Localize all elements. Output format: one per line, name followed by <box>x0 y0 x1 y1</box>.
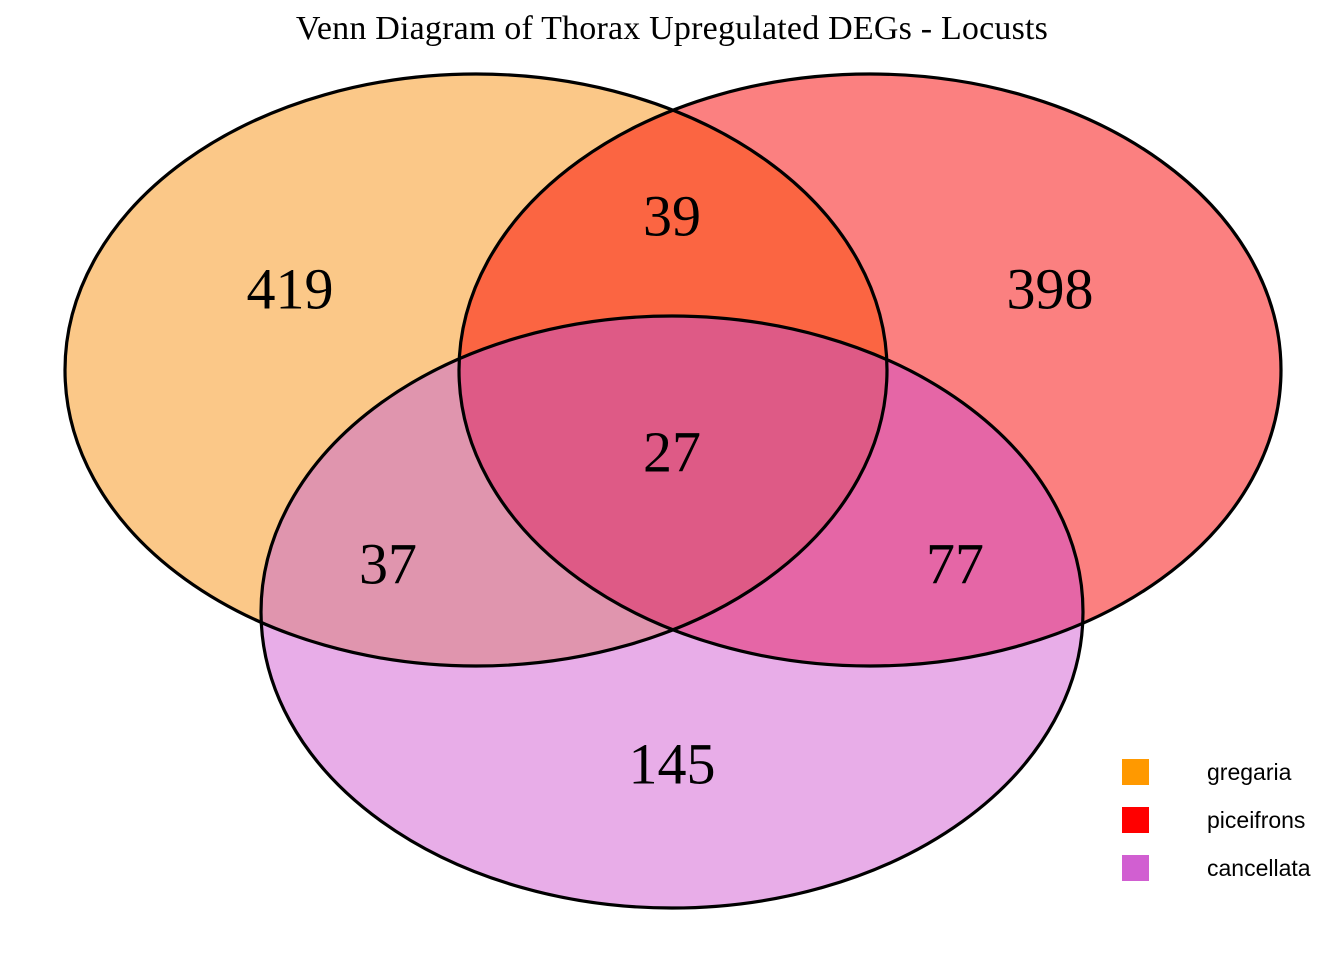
outline-gregaria <box>63 72 889 668</box>
legend-label-gregaria: gregaria <box>1207 758 1292 785</box>
legend-label-cancellata: cancellata <box>1207 854 1311 881</box>
legend-swatch-piceifrons <box>1122 807 1149 833</box>
page-title: Venn Diagram of Thorax Upregulated DEGs … <box>295 10 1049 47</box>
region-label-piceifrons-only: 398 <box>1007 256 1094 321</box>
legend: gregaria piceifrons cancellata <box>1122 748 1337 892</box>
region-label-gregaria-cancellata: 37 <box>359 531 417 596</box>
legend-swatch-cancellata <box>1122 855 1149 881</box>
legend-item-cancellata: cancellata <box>1122 844 1337 892</box>
outline-piceifrons <box>457 72 1283 668</box>
legend-swatch-gregaria <box>1122 759 1149 785</box>
venn-region-fills <box>65 74 1281 908</box>
legend-label-piceifrons: piceifrons <box>1207 806 1306 833</box>
legend-item-piceifrons: piceifrons <box>1122 796 1337 844</box>
venn-region-labels: 419 398 145 39 37 77 27 <box>247 183 1094 796</box>
region-label-triple-overlap: 27 <box>643 419 701 484</box>
outline-cancellata <box>259 314 1085 910</box>
legend-item-gregaria: gregaria <box>1122 748 1337 796</box>
region-label-cancellata-only: 145 <box>629 731 716 796</box>
region-label-gregaria-only: 419 <box>247 256 334 321</box>
region-label-gregaria-piceifrons: 39 <box>643 183 701 248</box>
region-label-piceifrons-cancellata: 77 <box>926 531 984 596</box>
venn-outlines <box>63 72 1283 910</box>
